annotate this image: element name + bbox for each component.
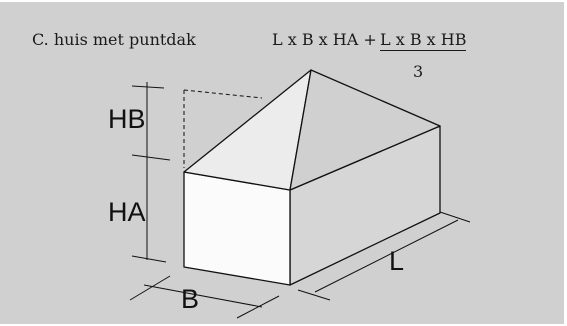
roof-right-face: [289, 69, 441, 191]
formula-numerator: L x B x HB: [380, 30, 467, 51]
length-tick-front: [297, 289, 331, 301]
roof-front-face: [183, 69, 312, 191]
label-l: L: [389, 246, 404, 276]
length-tick-back: [439, 211, 471, 223]
label-ha: HA: [108, 197, 146, 227]
width-tick-left: [129, 275, 171, 301]
label-hb: HB: [108, 104, 146, 134]
apex-projection-horizontal: [183, 89, 263, 99]
house-front-wall: [183, 171, 291, 286]
width-tick-right: [236, 295, 280, 319]
length-dimension-line: [314, 219, 459, 293]
height-tick-middle: [131, 154, 171, 161]
diagram-title: C. huis met puntdak: [32, 30, 196, 49]
formula-denominator: 3: [413, 62, 424, 81]
height-tick-top: [131, 85, 165, 89]
width-dimension-line: [143, 284, 263, 308]
formula-main-term: L x B x HA +: [272, 30, 377, 49]
label-b: B: [181, 284, 199, 314]
height-tick-bottom: [131, 255, 167, 263]
